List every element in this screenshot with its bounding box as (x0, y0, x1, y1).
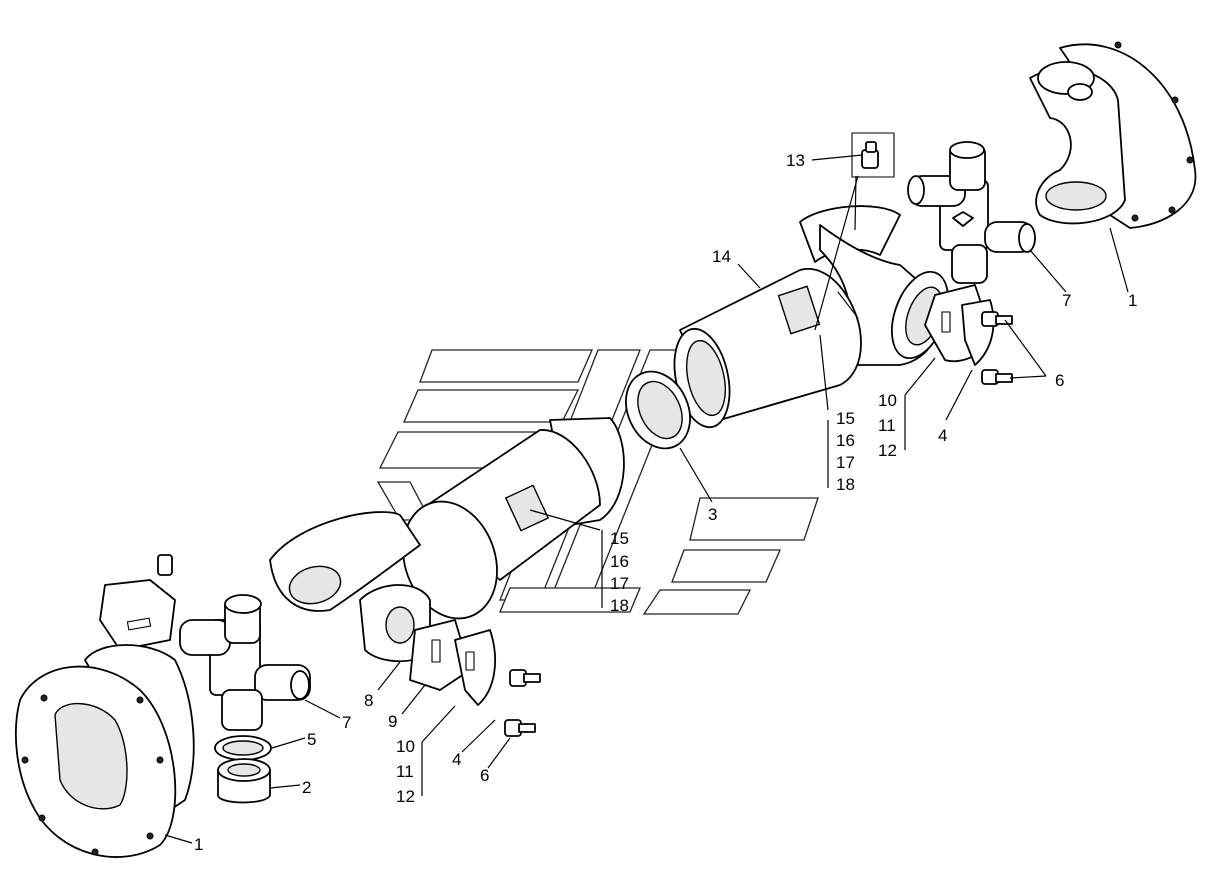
callout-13: 13 (786, 151, 805, 170)
callout-5: 5 (307, 730, 316, 749)
callout-11-left: 11 (396, 762, 414, 781)
callout-6-right: 6 (1055, 371, 1064, 390)
cross-spider-right (907, 141, 1036, 284)
callout-10-left: 10 (396, 737, 415, 756)
callout-3: 3 (708, 505, 717, 524)
callout-17-right: 17 (836, 453, 855, 472)
slip-yoke-sleeve (673, 205, 949, 429)
flange-yoke-right (1029, 41, 1197, 229)
bolts-right (981, 311, 1013, 385)
grease-nipple (851, 132, 895, 178)
callout-15-left: 15 (610, 529, 629, 548)
callout-6-left: 6 (480, 766, 489, 785)
seal-left (214, 735, 272, 761)
callout-18-right: 18 (836, 475, 855, 494)
callout-14: 14 (712, 247, 731, 266)
callout-11-right: 11 (878, 416, 896, 435)
callout-4-right: 4 (938, 426, 947, 445)
callout-10-right: 10 (878, 391, 897, 410)
callout-7-left: 7 (342, 713, 351, 732)
callout-7-right: 7 (1062, 291, 1071, 310)
callout-16-right: 16 (836, 431, 855, 450)
callout-4-left: 4 (452, 750, 461, 769)
callout-15-right: 15 (836, 409, 855, 428)
callout-12-right: 12 (878, 441, 897, 460)
callout-18-left: 18 (610, 596, 629, 615)
callout-1-left: 1 (194, 835, 203, 854)
callout-16-left: 16 (610, 552, 629, 571)
bearing-cup (217, 758, 271, 804)
callout-1-right: 1 (1128, 291, 1137, 310)
bearing-cap-left (409, 619, 496, 706)
seal-ring (625, 370, 691, 450)
callout-2: 2 (302, 778, 311, 797)
splined-shaft (269, 417, 625, 663)
bolts-left (504, 669, 541, 737)
callout-17-left: 17 (610, 574, 629, 593)
callout-8: 8 (364, 691, 373, 710)
cross-spider-left (179, 594, 311, 731)
leader-lines (164, 154, 1129, 844)
flange-yoke-left (15, 644, 195, 858)
callout-labels: 1 7 6 4 10 11 12 13 14 15 16 17 18 3 15 … (194, 151, 1137, 854)
callout-9: 9 (388, 712, 397, 731)
callout-12-left: 12 (396, 787, 415, 806)
bracket-left (99, 554, 176, 651)
